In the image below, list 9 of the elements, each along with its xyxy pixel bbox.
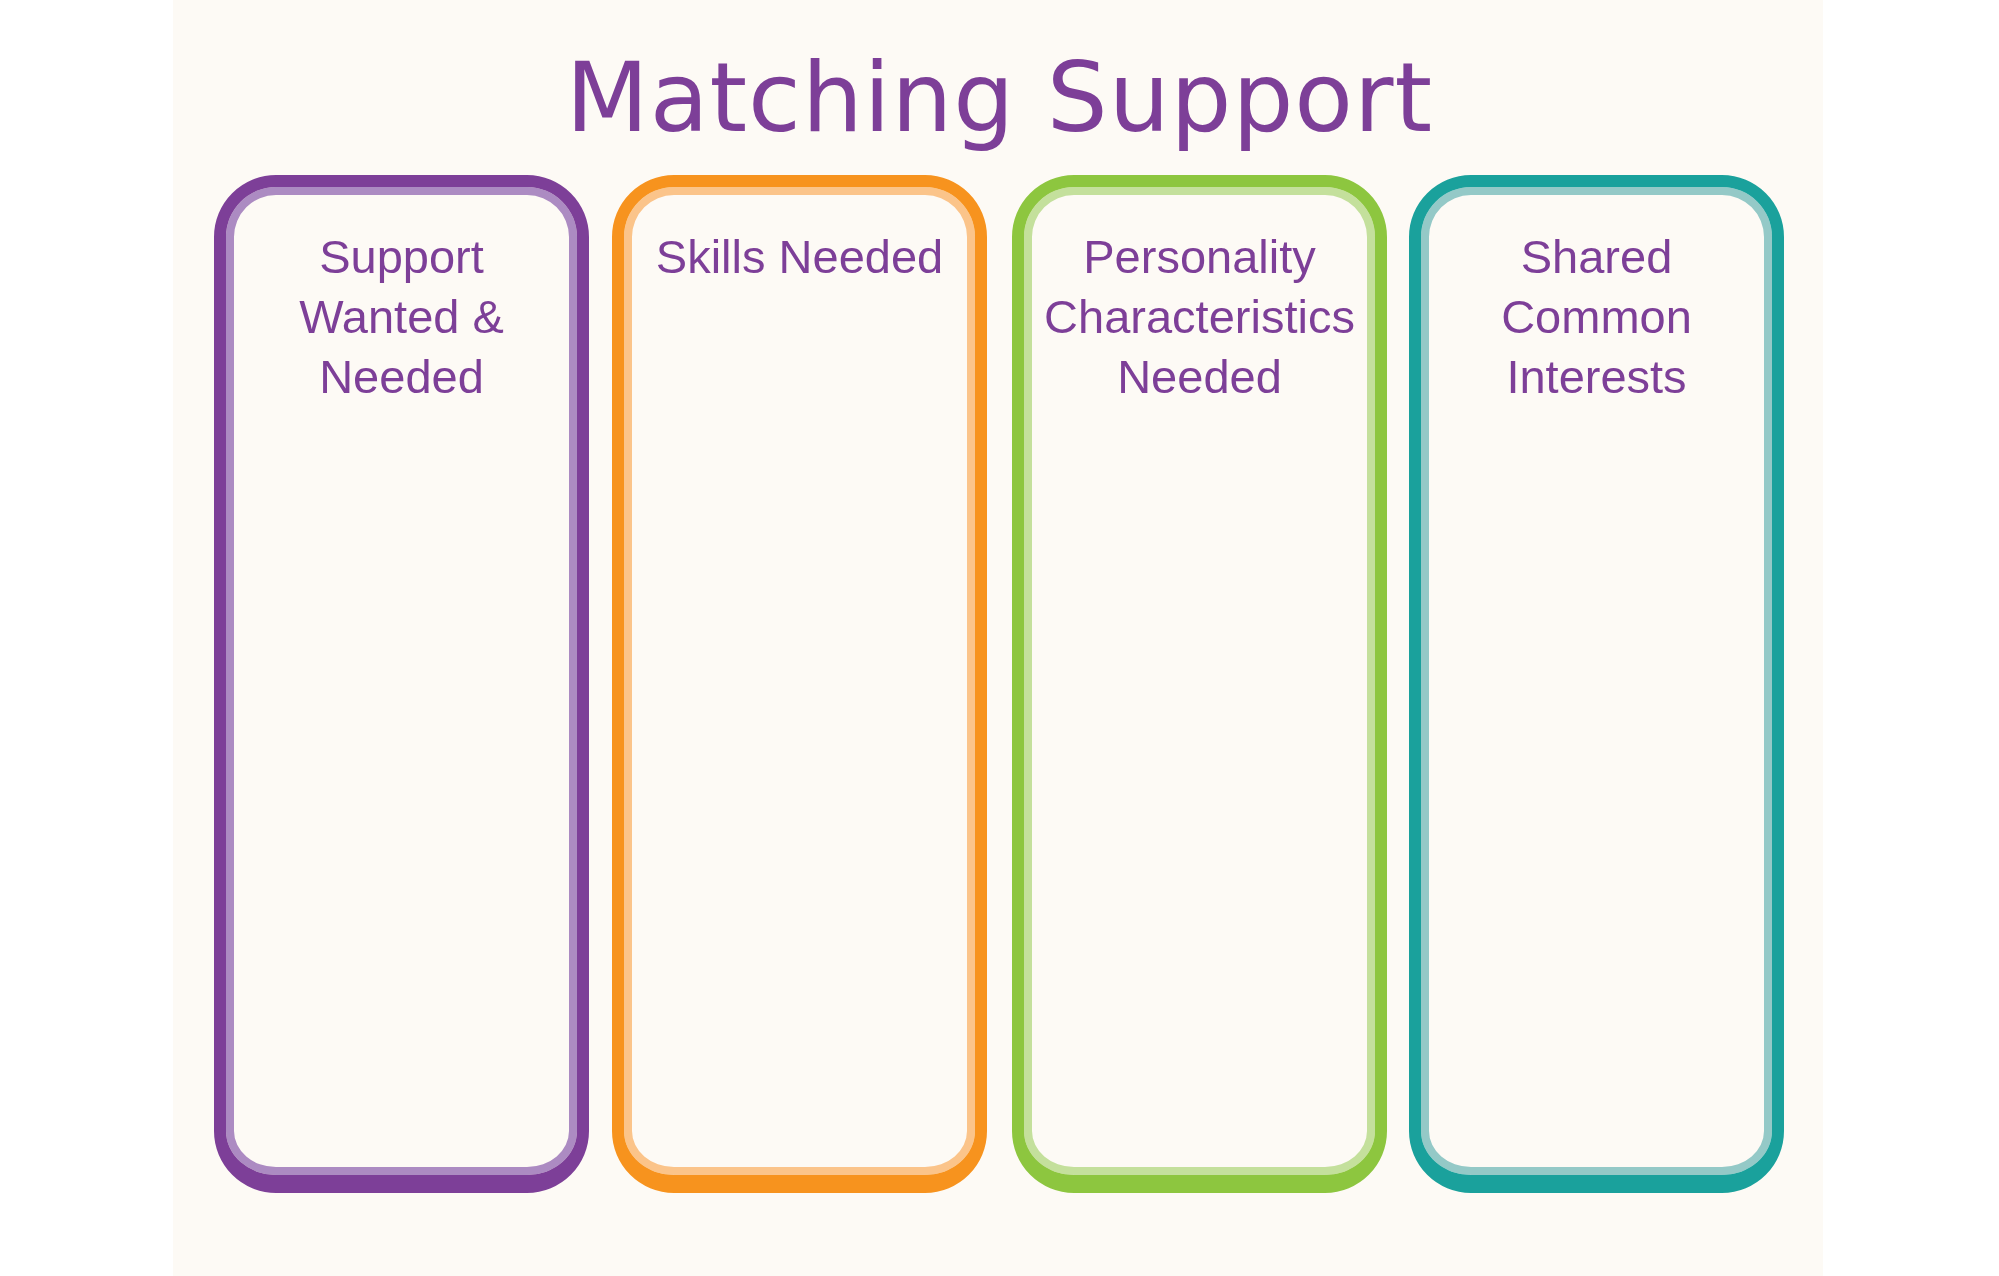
column-box	[1409, 175, 1784, 1193]
column-box	[612, 175, 987, 1193]
column-box	[1012, 175, 1387, 1193]
column-box	[214, 175, 589, 1193]
column-heading: Personality Characteristics Needed	[1043, 229, 1356, 405]
title: Matching Support	[564, 42, 1435, 154]
column-heading: Skills Needed	[655, 229, 944, 285]
column-heading: Shared Common Interests	[1500, 229, 1693, 405]
column-heading: Support Wanted & Needed	[298, 229, 505, 405]
